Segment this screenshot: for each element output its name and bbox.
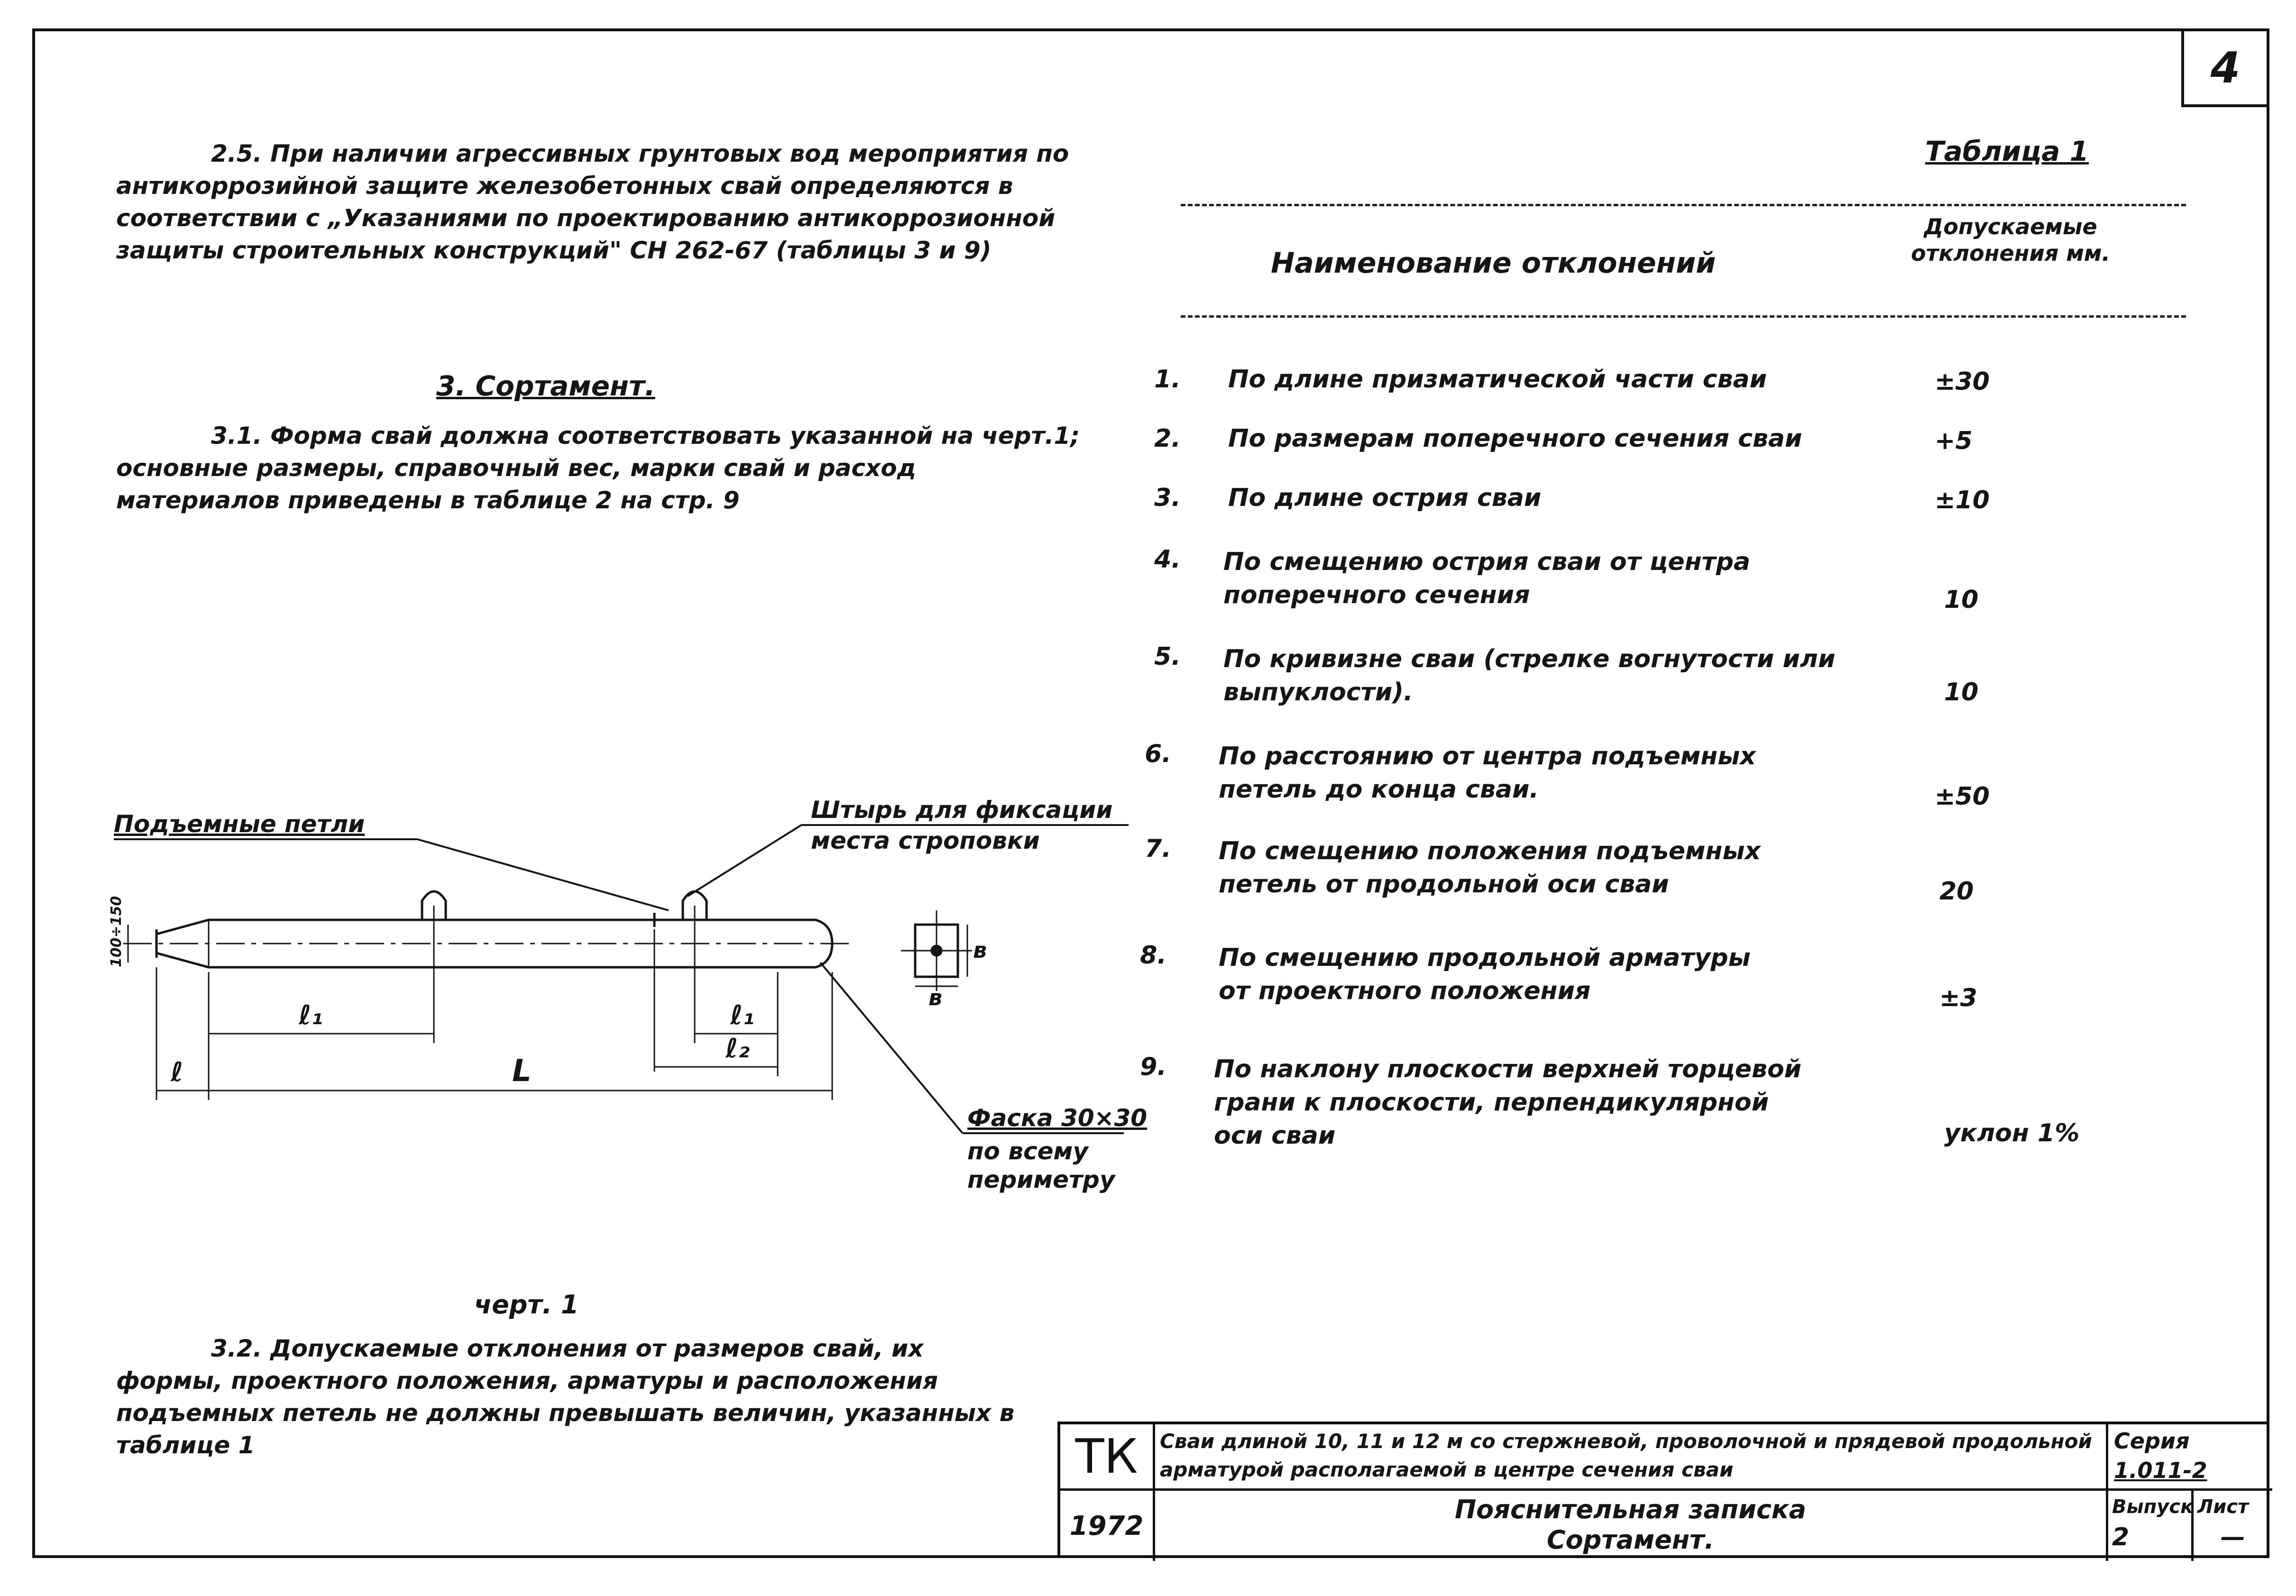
table1-row-text: По наклону плоскости верхней торцевой гр…: [1214, 1055, 1810, 1150]
stamp-year: 1972: [1069, 1510, 1144, 1541]
stamp-description: Сваи длиной 10, 11 и 12 м со стержневой,…: [1160, 1430, 2092, 1481]
stamp-org: ТК: [1075, 1429, 1138, 1484]
stamp-title-cell: Пояснительная записка Сортамент.: [1155, 1491, 2108, 1561]
page-number: 4: [2210, 43, 2241, 93]
stamp-doc-title: Пояснительная записка: [1454, 1495, 1807, 1524]
table1-col-name: Наименование отклонений: [1271, 247, 1716, 280]
table1-row-text: По длине призматической части сваи: [1228, 365, 1767, 394]
table1-row-num: 2.: [1154, 424, 1181, 453]
dim-L: L: [512, 1054, 532, 1089]
section-b: в: [928, 985, 942, 1010]
table1-row-num: 7.: [1145, 835, 1171, 863]
table1-row-value: 10: [1944, 678, 1979, 706]
callout-pin-line2: места строповки: [811, 827, 1040, 854]
drawing-caption: черт. 1: [474, 1290, 579, 1320]
table1-row-text: По смещению острия сваи от центра попере…: [1223, 548, 1759, 609]
stamp-year-cell: 1972: [1060, 1491, 1155, 1561]
dim-tip: 100÷150: [108, 896, 125, 967]
table1-row-value: ±50: [1935, 782, 1990, 811]
table1-row-text: По смещению продольной арматуры от проек…: [1219, 944, 1759, 1005]
table1-row-value: 20: [1939, 877, 1974, 906]
table1-row-num: 5.: [1154, 642, 1181, 671]
callout-chamfer-note-1: по всему: [967, 1137, 1089, 1165]
table1-title: Таблица 1: [1925, 135, 2089, 167]
stamp-series-value: 1.011-2: [2114, 1458, 2207, 1483]
dim-l: ℓ: [170, 1057, 183, 1088]
table1-row-value: 10: [1944, 586, 1979, 614]
stamp-org-cell: ТК: [1060, 1424, 1155, 1491]
table1-row-num: 9.: [1140, 1053, 1166, 1081]
dim-l1-right: ℓ₁: [730, 1000, 754, 1031]
sheet-frame: [32, 28, 2269, 1558]
stamp-issue-cell: Выпуск 2: [2108, 1491, 2194, 1561]
pile-body: [155, 918, 834, 969]
stamp-series-cell: Серия 1.011-2: [2108, 1424, 2272, 1491]
table1-row-value: +5: [1935, 427, 1973, 455]
table1-row-value: ±30: [1935, 367, 1990, 396]
section-3-title: 3. Сортамент.: [436, 370, 655, 402]
table1-row-num: 4.: [1154, 545, 1181, 574]
table1-row-value: уклон 1%: [1944, 1119, 2080, 1147]
stamp-sheet-value: —: [2221, 1523, 2245, 1551]
table1-row-text: По размерам поперечного сечения сваи: [1228, 424, 1802, 453]
table1-row-value: ±10: [1935, 486, 1990, 514]
callout-chamfer: Фаска 30×30: [967, 1104, 1147, 1132]
stamp-issue-label: Выпуск: [2112, 1496, 2194, 1518]
table1-top-rule: [1181, 204, 2186, 206]
table1-row-text: По длине острия сваи: [1228, 484, 1542, 512]
callout-pin-line1: Штырь для фиксации: [811, 796, 1112, 824]
table1-row-text: По кривизне сваи (стрелке вогнутости или…: [1223, 645, 1844, 706]
table1-row-text: По расстоянию от центра подъемных петель…: [1219, 742, 1764, 804]
lifting-loop-left: [421, 890, 447, 920]
stamp-issue-value: 2: [2112, 1523, 2130, 1551]
stamp-doc-subtitle: Сортамент.: [1546, 1525, 1714, 1555]
table1-row-num: 1.: [1154, 365, 1181, 394]
section-b-side: в: [973, 937, 987, 963]
table1-row-num: 8.: [1140, 941, 1166, 970]
stamp-series-label: Серия: [2114, 1428, 2190, 1454]
table1-header-rule: [1181, 315, 2186, 318]
callout-chamfer-note-2: периметру: [967, 1166, 1116, 1193]
table1-row-num: 3.: [1154, 484, 1181, 512]
dim-l2: ℓ₂: [725, 1033, 750, 1064]
callout-lifting-loops: Подъемные петли: [114, 810, 365, 838]
paragraph-3-1: 3.1. Форма свай должна соответствовать у…: [116, 422, 1088, 514]
page-number-box: 4: [2181, 31, 2267, 107]
pile-drawing: Подъемные петли Штырь для фиксации места…: [108, 796, 1147, 1193]
title-block: ТК Сваи длиной 10, 11 и 12 м со стержнев…: [1057, 1422, 2272, 1561]
table1-row-value: ±3: [1939, 984, 1977, 1012]
stamp-desc-cell: Сваи длиной 10, 11 и 12 м со стержневой,…: [1155, 1424, 2108, 1491]
table1-row-text: По смещению положения подъемных петель о…: [1219, 837, 1770, 899]
table1-col-tol: Допускаемые отклонения мм.: [1911, 214, 2110, 266]
paragraph-2-5: 2.5. При наличии агрессивных грунтовых в…: [116, 140, 1077, 264]
stamp-sheet-label: Лист: [2197, 1496, 2249, 1518]
stamp-sheet-cell: Лист —: [2194, 1491, 2272, 1561]
paragraph-3-2: 3.2. Допускаемые отклонения от размеров …: [116, 1335, 1023, 1459]
table1-row-num: 6.: [1145, 740, 1171, 768]
dim-l1-left: ℓ₁: [298, 1000, 323, 1031]
